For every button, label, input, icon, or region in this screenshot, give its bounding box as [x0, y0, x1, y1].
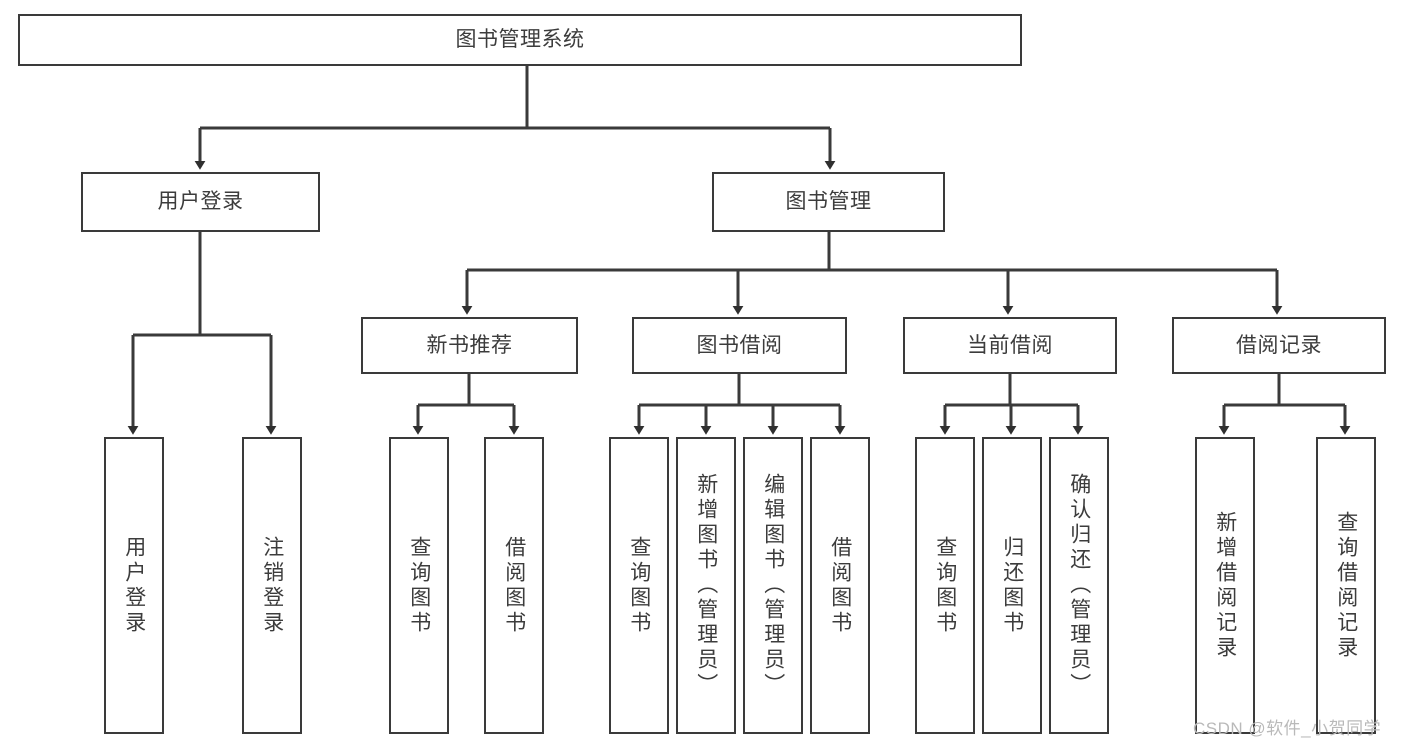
node-new-book-recommend-label: 新书推荐 — [426, 333, 513, 357]
leaf-user-login[interactable]: 用户登录 — [104, 437, 164, 734]
leaf-borrow-book-recommend[interactable]: 借阅图书 — [484, 437, 544, 734]
leaf-query-book-current[interactable]: 查询图书 — [915, 437, 975, 734]
node-root-label: 图书管理系统 — [455, 28, 585, 52]
leaf-label: 新增借阅记录 — [1213, 510, 1237, 661]
leaf-label: 查询图书 — [933, 535, 957, 636]
leaf-label: 用户登录 — [122, 535, 146, 636]
node-borrow-record-label: 借阅记录 — [1236, 333, 1322, 357]
leaf-label: 借阅图书 — [502, 535, 526, 636]
leaf-query-borrow-record[interactable]: 查询借阅记录 — [1316, 437, 1376, 734]
leaf-query-book-recommend[interactable]: 查询图书 — [389, 437, 449, 734]
leaf-label: 查询图书 — [407, 535, 431, 636]
node-book-management[interactable]: 图书管理 — [712, 172, 945, 232]
node-new-book-recommend[interactable]: 新书推荐 — [361, 317, 578, 374]
node-borrow-record[interactable]: 借阅记录 — [1172, 317, 1386, 374]
leaf-label: 编辑图书（管理员） — [761, 473, 785, 698]
node-book-management-label: 图书管理 — [785, 190, 872, 214]
node-book-borrow-label: 图书借阅 — [696, 333, 783, 357]
leaf-label: 确认归还（管理员） — [1067, 473, 1091, 698]
node-user-login[interactable]: 用户登录 — [81, 172, 320, 232]
node-root[interactable]: 图书管理系统 — [18, 14, 1022, 66]
leaf-label: 归还图书 — [1000, 535, 1024, 636]
node-current-borrow-label: 当前借阅 — [967, 333, 1053, 357]
leaf-add-borrow-record[interactable]: 新增借阅记录 — [1195, 437, 1255, 734]
leaf-label: 查询图书 — [627, 535, 651, 636]
csdn-watermark: CSDN @软件_小贺同学 — [1193, 719, 1382, 738]
leaf-label: 新增图书（管理员） — [694, 473, 718, 698]
leaf-edit-book-admin[interactable]: 编辑图书（管理员） — [743, 437, 803, 734]
node-user-login-label: 用户登录 — [157, 190, 244, 214]
node-current-borrow[interactable]: 当前借阅 — [903, 317, 1117, 374]
leaf-return-book[interactable]: 归还图书 — [982, 437, 1042, 734]
leaf-label: 查询借阅记录 — [1334, 510, 1358, 661]
leaf-query-book-borrow[interactable]: 查询图书 — [609, 437, 669, 734]
node-book-borrow[interactable]: 图书借阅 — [632, 317, 847, 374]
leaf-confirm-return-admin[interactable]: 确认归还（管理员） — [1049, 437, 1109, 734]
leaf-user-logout[interactable]: 注销登录 — [242, 437, 302, 734]
leaf-add-book-admin[interactable]: 新增图书（管理员） — [676, 437, 736, 734]
leaf-label: 注销登录 — [260, 535, 284, 636]
leaf-label: 借阅图书 — [828, 535, 852, 636]
leaf-borrow-book[interactable]: 借阅图书 — [810, 437, 870, 734]
